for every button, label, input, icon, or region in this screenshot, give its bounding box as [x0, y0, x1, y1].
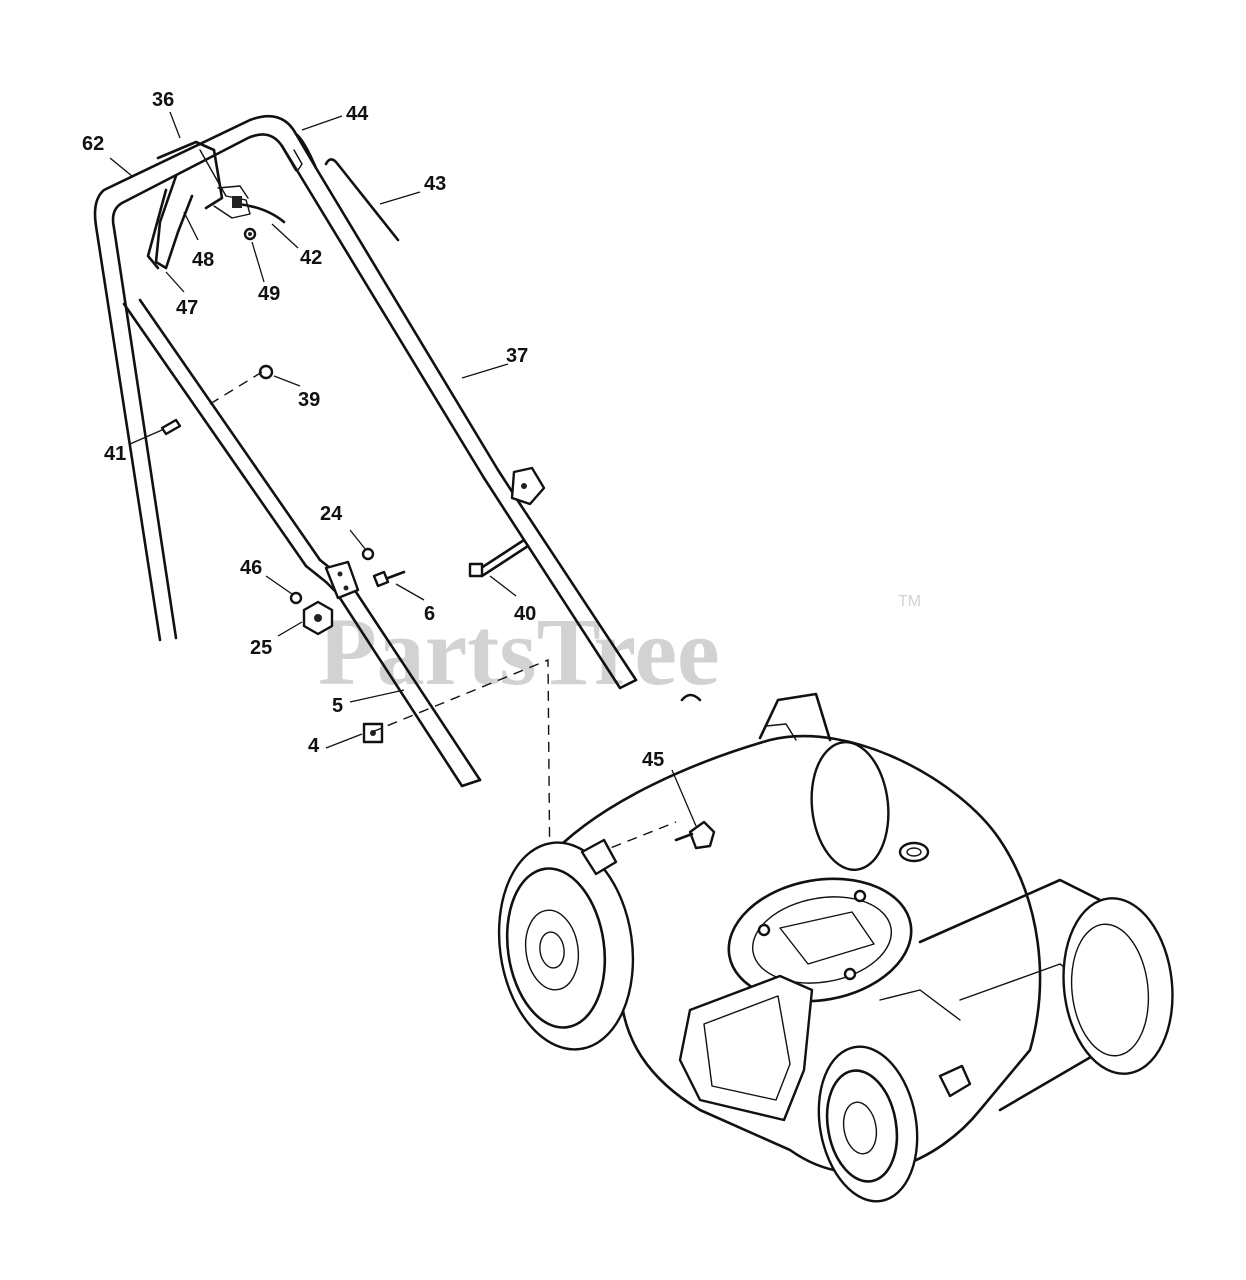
callout-24: 24 [320, 503, 343, 525]
lower-handle-left[interactable] [304, 558, 482, 788]
front-left-wheel[interactable] [486, 834, 646, 1058]
control-cable[interactable] [232, 196, 286, 224]
callout-5: 5 [332, 695, 343, 717]
nut-49[interactable] [243, 227, 257, 241]
bolt-46 [289, 591, 303, 605]
callout-44: 44 [346, 103, 369, 125]
callout-40: 40 [514, 603, 536, 625]
upper-handle[interactable] [93, 115, 500, 642]
callout-labels: 62 36 44 43 48 42 47 49 37 39 41 24 46 6… [82, 89, 664, 771]
rear-right-wheel[interactable] [1055, 893, 1181, 1079]
control-bail[interactable] [146, 140, 251, 270]
rear-left-wheel[interactable] [806, 738, 895, 873]
callout-43: 43 [424, 173, 446, 195]
bolt-6 [372, 570, 390, 588]
lower-handle-right[interactable] [482, 466, 638, 690]
clip-41 [160, 418, 182, 436]
hardware-pieces[interactable] [160, 364, 406, 744]
height-adjuster[interactable] [580, 838, 972, 1098]
callout-47: 47 [176, 297, 198, 319]
callout-49: 49 [258, 283, 280, 305]
carriage-bolt-40[interactable] [468, 538, 530, 578]
leader-lines [109, 111, 697, 827]
callout-45: 45 [642, 749, 664, 771]
callout-4: 4 [308, 735, 320, 757]
watermark-trademark: TM [898, 593, 921, 610]
callout-36: 36 [152, 89, 174, 111]
callout-37: 37 [506, 345, 528, 367]
callout-62: 62 [82, 133, 104, 155]
callout-41: 41 [104, 443, 126, 465]
nut-24 [361, 547, 375, 561]
callout-6: 6 [424, 603, 435, 625]
cable-rod-43[interactable] [293, 149, 400, 242]
callout-39: 39 [298, 389, 320, 411]
callout-48: 48 [192, 249, 214, 271]
watermark-text: PartsTree [318, 598, 720, 705]
shoulder-bolt-45[interactable] [674, 820, 716, 850]
callout-46: 46 [240, 557, 262, 579]
watermark: PartsTree TM [318, 593, 921, 705]
nut-39 [258, 364, 274, 380]
callout-25: 25 [250, 637, 272, 659]
front-right-wheel[interactable] [807, 1039, 929, 1209]
callout-42: 42 [300, 247, 322, 269]
